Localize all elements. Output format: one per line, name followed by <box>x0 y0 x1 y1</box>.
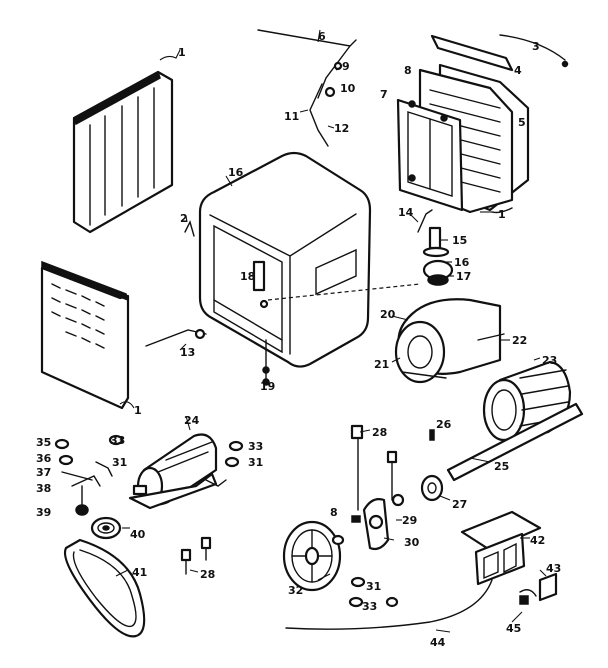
callout-17: 17 <box>456 270 471 283</box>
callout-39: 39 <box>36 506 51 519</box>
cabinet <box>198 151 421 368</box>
callout-16: 16 <box>454 256 470 269</box>
callout-31: 31 <box>366 580 381 593</box>
bearing-27 <box>420 474 444 502</box>
pad-frame-top-left <box>72 70 174 234</box>
callout-30: 30 <box>404 536 420 549</box>
callout-21: 21 <box>374 358 389 371</box>
callout-20: 20 <box>380 308 396 321</box>
callout-16: 16 <box>228 166 244 179</box>
callout-19: 19 <box>260 380 275 393</box>
blower-housing <box>394 298 505 384</box>
callout-18: 18 <box>240 270 255 283</box>
callout-22: 22 <box>512 334 527 347</box>
callout-1: 1 <box>134 404 142 417</box>
shaft <box>446 402 584 482</box>
callout-33: 33 <box>362 600 377 613</box>
callout-31: 31 <box>248 456 263 469</box>
leader-lines <box>115 29 547 633</box>
callout-6: 6 <box>318 30 326 43</box>
motor-hardware <box>54 434 244 516</box>
callout-15: 15 <box>452 234 467 247</box>
callout-1: 1 <box>178 46 186 59</box>
nuts-lower <box>348 576 399 608</box>
callout-28: 28 <box>200 568 215 581</box>
callout-28: 28 <box>372 426 387 439</box>
power-cord <box>285 579 493 630</box>
motor-pulley <box>90 516 122 540</box>
callout-13: 13 <box>180 346 195 359</box>
callout-45: 45 <box>506 622 521 635</box>
pad-frame-mid-left <box>40 260 130 410</box>
callout-3: 3 <box>532 40 540 53</box>
callout-2: 2 <box>180 212 188 225</box>
callout-42: 42 <box>530 534 545 547</box>
callout-41: 41 <box>132 566 147 579</box>
bolts-28 <box>180 424 398 575</box>
callout-44: 44 <box>430 636 446 649</box>
callout-33: 33 <box>248 440 263 453</box>
callout-35: 35 <box>36 436 51 449</box>
callout-12: 12 <box>334 122 349 135</box>
callout-8: 8 <box>330 506 338 519</box>
callout-29: 29 <box>402 514 417 527</box>
callout-10: 10 <box>340 82 356 95</box>
callout-37: 37 <box>36 466 51 479</box>
blower-pulley <box>282 520 345 592</box>
callout-7: 7 <box>380 88 388 101</box>
callout-25: 25 <box>494 460 509 473</box>
callout-9: 9 <box>342 60 350 73</box>
bearing-bracket <box>351 493 405 551</box>
callouts: 1 1 1 2 3 4 5 6 7 8 8 9 10 11 12 13 14 1… <box>36 30 561 649</box>
callout-4: 4 <box>514 64 522 77</box>
callout-43: 43 <box>546 562 561 575</box>
callout-31: 31 <box>112 456 127 469</box>
callout-27: 27 <box>452 498 467 511</box>
rear-pad-frames <box>396 34 530 214</box>
callout-14: 14 <box>398 206 414 219</box>
clip-2 <box>184 220 195 237</box>
callout-36: 36 <box>36 452 52 465</box>
callout-38: 38 <box>36 482 51 495</box>
callout-26: 26 <box>436 418 452 431</box>
callout-40: 40 <box>130 528 146 541</box>
part-3-arc <box>499 34 566 61</box>
callout-32: 32 <box>288 584 303 597</box>
v-belt <box>63 538 146 638</box>
callout-23: 23 <box>542 354 557 367</box>
callout-11: 11 <box>284 110 299 123</box>
callout-8: 8 <box>404 64 412 77</box>
callout-33: 33 <box>110 434 125 447</box>
callout-1: 1 <box>498 208 506 221</box>
motor <box>128 433 218 510</box>
callout-24: 24 <box>184 414 200 427</box>
switch-18 <box>252 260 266 292</box>
callout-5: 5 <box>518 116 526 129</box>
control-box <box>460 510 558 605</box>
float-valve <box>417 209 454 286</box>
